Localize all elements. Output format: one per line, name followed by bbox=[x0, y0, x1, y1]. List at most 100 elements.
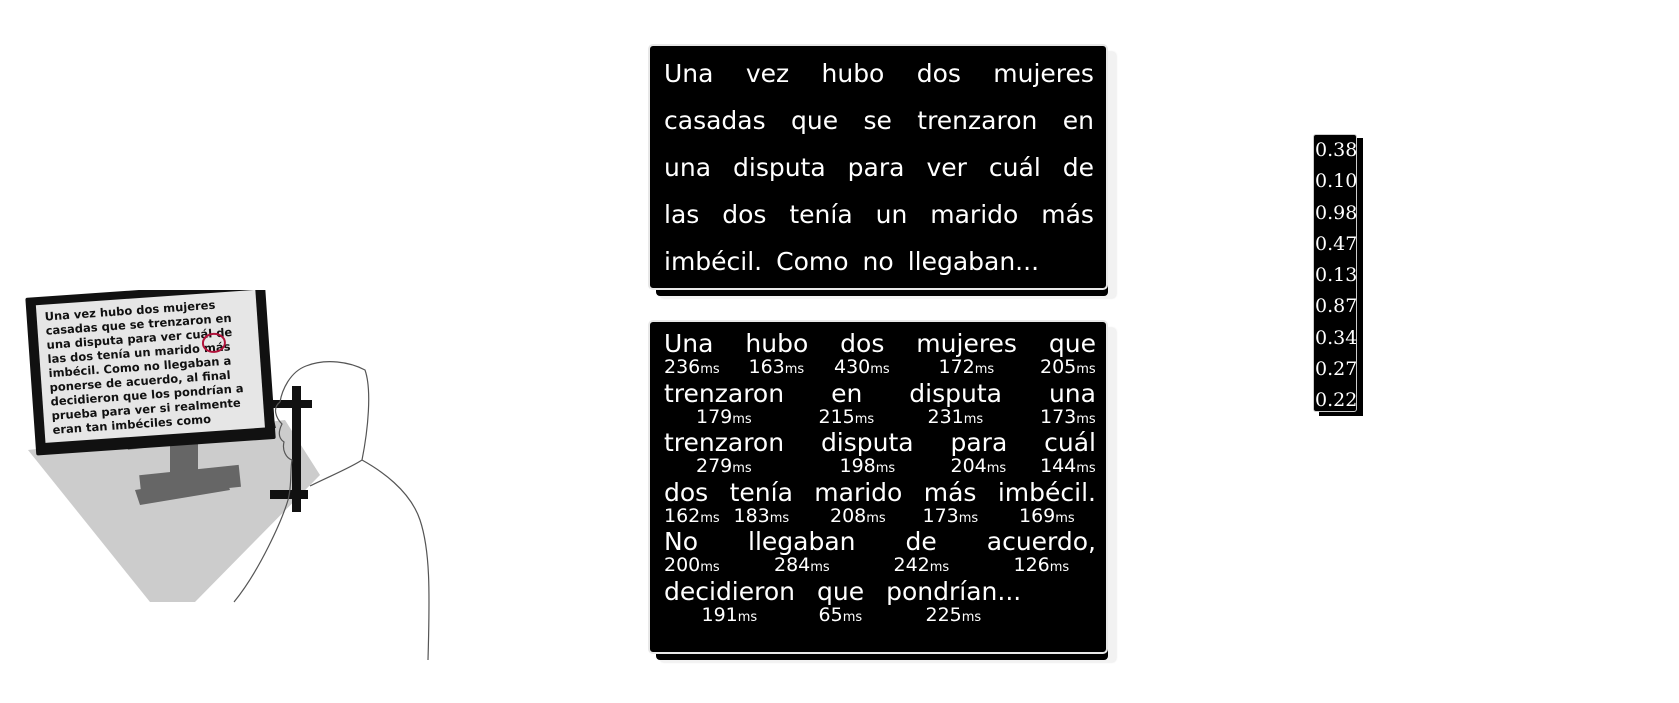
fixation-time-value: 126 bbox=[1013, 554, 1050, 576]
fixation-time: 126ms bbox=[1014, 554, 1070, 576]
word: dos bbox=[840, 329, 885, 358]
person-outline bbox=[233, 361, 430, 660]
word: hubo bbox=[745, 329, 809, 358]
fixation-time-value: 205 bbox=[1040, 356, 1077, 378]
fixation-time-value: 242 bbox=[893, 554, 930, 576]
fixation-time-unit: ms bbox=[700, 560, 720, 575]
fixation-time-unit: ms bbox=[961, 609, 982, 625]
fixation-time: 163ms bbox=[749, 356, 805, 378]
word: imbécil. bbox=[664, 247, 763, 276]
word: trenzaron bbox=[664, 428, 785, 457]
fixation-time: 144ms bbox=[1040, 455, 1096, 477]
word: vez bbox=[745, 59, 790, 88]
word: dos bbox=[664, 477, 709, 507]
word: No bbox=[664, 527, 698, 556]
fixation-time-unit: ms bbox=[769, 510, 790, 526]
monitor-stand-foot bbox=[139, 464, 241, 498]
word: marido bbox=[930, 200, 1019, 229]
fixation-time-value: 191 bbox=[701, 603, 738, 626]
word: no bbox=[862, 247, 894, 276]
fixation-time-value: 173 bbox=[1040, 405, 1077, 428]
fixation-time-value: 144 bbox=[1040, 455, 1077, 477]
word: cuál bbox=[988, 153, 1041, 182]
word: un bbox=[875, 200, 908, 229]
fixation-time: 162ms bbox=[664, 505, 720, 527]
score-value: 0.98 bbox=[1315, 201, 1358, 224]
word: más bbox=[1041, 200, 1094, 229]
fixation-time-value: 169 bbox=[1019, 504, 1056, 527]
fixation-time: 215ms bbox=[819, 406, 875, 428]
word: más bbox=[923, 477, 977, 507]
fixation-time: 430ms bbox=[834, 356, 890, 378]
word: dos bbox=[916, 59, 961, 88]
fixation-time-unit: ms bbox=[1049, 560, 1070, 575]
score-value: 0.47 bbox=[1315, 232, 1358, 255]
fixation-time-unit: ms bbox=[784, 362, 805, 377]
word: trenzaron bbox=[664, 378, 785, 408]
fixation-time: 179ms bbox=[696, 406, 752, 428]
fixation-time-value: 231 bbox=[927, 405, 964, 428]
fixation-time-unit: ms bbox=[974, 362, 995, 377]
word: se bbox=[863, 106, 892, 135]
fixation-time-unit: ms bbox=[870, 362, 890, 377]
word: Una bbox=[664, 329, 714, 358]
fixation-time: 236ms bbox=[664, 356, 720, 378]
fixation-time-value: 163 bbox=[748, 356, 785, 378]
score-value: 0.38 bbox=[1315, 139, 1358, 161]
word: trenzaron bbox=[917, 106, 1038, 135]
word: en bbox=[831, 378, 863, 408]
fixation-time: 198ms bbox=[840, 455, 896, 477]
fixation-time: 284ms bbox=[774, 554, 830, 576]
word: acuerdo, bbox=[986, 527, 1096, 556]
fixation-time: 172ms bbox=[939, 356, 995, 378]
fixation-time-value: 225 bbox=[925, 603, 962, 626]
word: las bbox=[664, 200, 700, 229]
word: dos bbox=[722, 200, 767, 229]
fixation-time-unit: ms bbox=[866, 510, 886, 526]
fixation-time-unit: ms bbox=[732, 461, 752, 476]
score-value: 0.34 bbox=[1315, 326, 1358, 349]
fixation-time: 208ms bbox=[830, 505, 886, 527]
fixation-time-value: 204 bbox=[950, 455, 987, 477]
word: disputa bbox=[820, 428, 914, 457]
fixation-time: 191ms bbox=[702, 604, 758, 626]
word: disputa bbox=[733, 153, 826, 182]
desk bbox=[28, 420, 320, 602]
word: decidieron bbox=[664, 576, 796, 606]
fixation-time-unit: ms bbox=[854, 411, 875, 427]
fixation-time-unit: ms bbox=[963, 411, 984, 427]
fixation-time-value: 172 bbox=[938, 356, 975, 378]
fixation-time-value: 279 bbox=[696, 455, 733, 477]
fixation-time: 204ms bbox=[951, 455, 1007, 477]
word: que bbox=[791, 106, 839, 135]
word: imbécil. bbox=[997, 477, 1096, 507]
fixation-time-unit: ms bbox=[1055, 510, 1075, 526]
score-value: 0.10 bbox=[1315, 170, 1358, 193]
fixation-time-value: 162 bbox=[664, 504, 701, 527]
word: para bbox=[847, 153, 905, 182]
word: mujeres bbox=[993, 59, 1094, 88]
word: tenía bbox=[789, 200, 853, 229]
word: Una bbox=[664, 59, 714, 88]
fixation-time-value: 200 bbox=[664, 554, 701, 576]
fixation-time: 169ms bbox=[1019, 505, 1075, 527]
score-value: 0.27 bbox=[1315, 358, 1358, 381]
word: de bbox=[1062, 153, 1094, 182]
fixation-time: 205ms bbox=[1040, 356, 1096, 378]
fixation-time-value: 179 bbox=[696, 405, 733, 428]
word: pondrían... bbox=[886, 576, 1022, 606]
